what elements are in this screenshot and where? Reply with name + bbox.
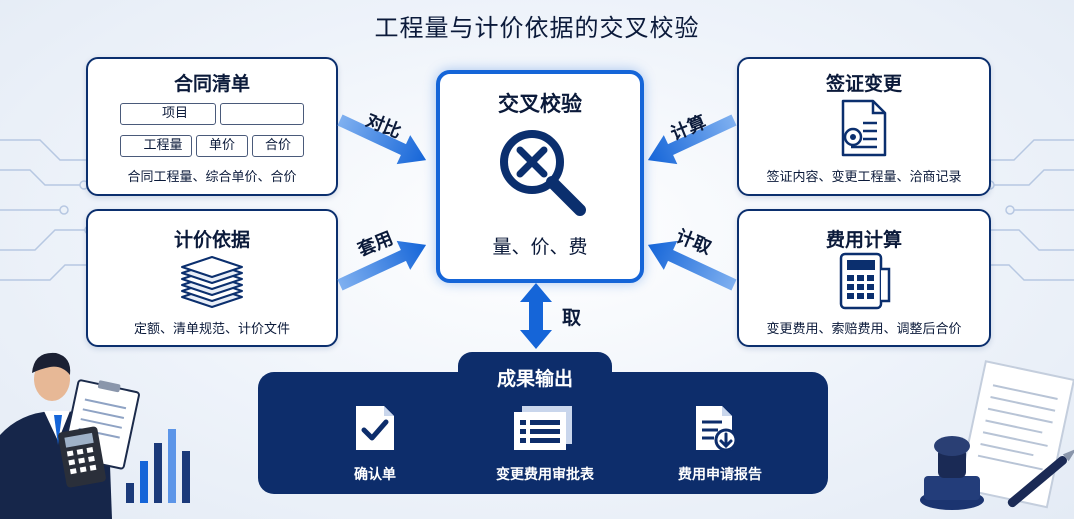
card-caption: 定额、清单规范、计价文件: [133, 322, 290, 337]
output-item-approval-form: 变更费用审批表: [496, 467, 594, 483]
output-tab: [458, 352, 612, 392]
card-title: 交叉校验: [498, 92, 582, 116]
document-seal-icon: [841, 99, 887, 157]
card-caption: 变更费用、索赔费用、调整后合价: [766, 322, 962, 337]
card-title: 计价依据: [173, 229, 250, 251]
visa-change-card: 签证变更 签证内容、变更工程量、洽商记录: [737, 57, 991, 196]
person-illustration: [0, 352, 190, 519]
table-cell-unit-price: 单价: [196, 135, 248, 157]
card-title: 合同清单: [173, 73, 250, 95]
contract-list-card: 合同清单 ✓ 项目 ✓ 工程量 单价 合价 合同工程量、综合单价、合价: [86, 57, 338, 196]
arrow-compare: [337, 114, 427, 165]
card-title: 签证变更: [825, 73, 902, 95]
card-title: 费用计算: [825, 229, 902, 251]
document-stack-icon: [181, 256, 243, 308]
form-icon: [514, 406, 572, 450]
table-cell-empty: [220, 103, 304, 125]
document-stamp-illustration: [920, 360, 1074, 510]
card-caption: 签证内容、变更工程量、洽商记录: [766, 170, 962, 185]
page-title: 工程量与计价依据的交叉校验: [374, 14, 700, 42]
card-caption: 量、价、费: [492, 236, 588, 258]
pricing-basis-card: 计价依据 定额、清单规范、计价文件: [86, 209, 338, 347]
cross-check-card: 交叉校验 量、价、费: [436, 70, 644, 283]
table-cell-item: 项目: [120, 103, 216, 125]
arrow-label-take: 取: [562, 307, 582, 329]
arrow-take: [520, 283, 552, 349]
arrow-count: [647, 240, 737, 291]
magnifier-x-icon: [500, 130, 586, 216]
output-item-application-report: 费用申请报告: [678, 467, 762, 483]
output-item-confirmation: 确认单: [354, 467, 396, 483]
arrow-calc: [647, 114, 737, 165]
table-cell-total-price: 合价: [252, 135, 304, 157]
calculator-icon: [839, 252, 891, 310]
cost-calculation-card: 费用计算 变更费用、索赔费用、调整后合价: [737, 209, 991, 347]
checklist-icon: [356, 406, 394, 450]
table-cell-quantity: 工程量: [120, 135, 192, 157]
card-caption: 合同工程量、综合单价、合价: [127, 170, 297, 185]
report-download-icon: [696, 406, 738, 452]
output-title: 成果输出: [496, 368, 573, 390]
arrow-apply: [337, 240, 427, 291]
